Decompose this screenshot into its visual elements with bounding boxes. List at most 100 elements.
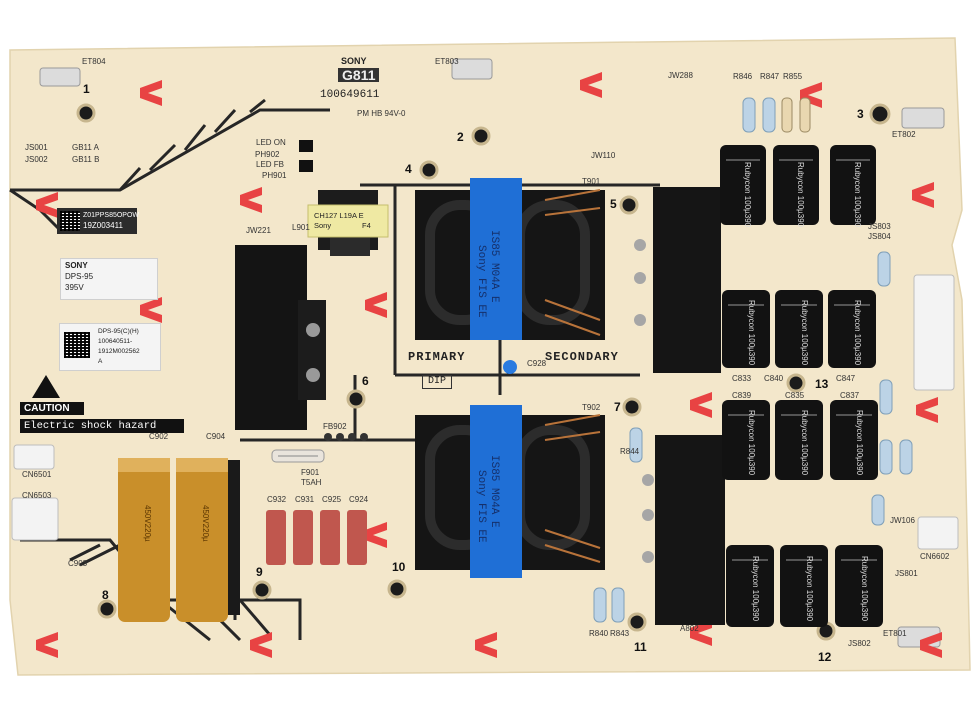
led-transistors — [299, 140, 313, 172]
ph902-label: PH902 — [255, 150, 280, 159]
fuse-label: F901 — [301, 468, 320, 477]
ref-r843: R843 — [610, 629, 630, 638]
mounting-holes — [76, 103, 891, 641]
marker-1: 1 — [83, 82, 90, 96]
ferrite-beads — [324, 433, 368, 441]
black-cap-text: Rubycon 100µ390 — [853, 300, 862, 366]
transformer-t902-text-2: Sony FIS EE — [475, 470, 487, 543]
black-cap-text: Rubycon 100µ390 — [800, 300, 809, 366]
brand-label: SONY — [341, 56, 367, 66]
gold-cap-2-text: 450V220µ — [201, 505, 210, 542]
warning-triangle-icon — [32, 375, 60, 398]
t901-label: T901 — [582, 177, 601, 186]
model-code: G811 — [338, 68, 380, 82]
inductor-label-2: Sony — [314, 221, 332, 230]
ref-r847: R847 — [760, 72, 780, 81]
led-fb-label: LED FB — [256, 160, 285, 169]
caution-label: CAUTION — [20, 402, 84, 415]
capacitor-c928 — [503, 360, 517, 374]
flammability-mark: PM HB 94V-0 — [357, 109, 406, 118]
led-on-label: LED ON — [256, 138, 286, 147]
inductor-label: CH127 L19A E — [314, 211, 364, 220]
sticker2-line2: 100640511- — [98, 338, 133, 345]
dip-label: DIP — [422, 375, 453, 389]
beige-resistors — [781, 97, 811, 133]
serial-sticker: Z01PPS85OPOW 19Z003411 — [57, 208, 139, 234]
marker-9: 9 — [256, 565, 263, 579]
resistors — [593, 97, 913, 623]
marker-5: 5 — [610, 197, 617, 211]
psu-brand: SONY — [65, 261, 88, 270]
part-number: 100649611 — [320, 89, 380, 101]
marker-6: 6 — [362, 374, 369, 388]
ref-c839: C839 — [732, 391, 752, 400]
ref-c925: C925 — [322, 495, 342, 504]
inductor-l901 — [307, 190, 389, 256]
ref-c835: C835 — [785, 391, 805, 400]
lot-number: 19Z003411 — [83, 221, 123, 230]
transformer-t901-text: IS85 M04A E — [488, 230, 500, 303]
fuse-rating: T5AH — [301, 478, 322, 487]
transformer-t901-text-2: Sony FIS EE — [475, 245, 487, 318]
black-cap-text: Rubycon 100µ390 — [796, 162, 805, 228]
ref-c840: C840 — [764, 374, 784, 383]
js002-label: JS002 — [25, 155, 48, 164]
black-cap-text: Rubycon 100µ390 — [800, 410, 809, 476]
heatsink-left — [235, 245, 326, 430]
ref-js803: JS803 — [868, 222, 891, 231]
ref-c928: C928 — [527, 359, 547, 368]
qr-code-icon — [64, 332, 90, 358]
red-film-capacitors — [266, 510, 367, 565]
sticker2-line3: 1912M002562 — [98, 348, 140, 355]
psu-sticker: SONY DPS-95 395V — [60, 258, 158, 300]
ref-js804: JS804 — [868, 232, 891, 241]
sticker2-line1: DPS-95(C)(H) — [98, 328, 139, 335]
black-cap-text: Rubycon 100µ390 — [751, 556, 760, 622]
ref-cn6602: CN6602 — [920, 552, 950, 561]
shock-hazard-label: Electric shock hazard — [20, 419, 184, 433]
marker-12: 12 — [818, 650, 832, 664]
ref-cn6503: CN6503 — [22, 491, 52, 500]
ref-c904: C904 — [206, 432, 226, 441]
ref-et804: ET804 — [82, 57, 106, 66]
ref-jw106: JW106 — [890, 516, 915, 525]
black-cap-text: Rubycon 100µ390 — [860, 556, 869, 622]
ref-r855: R855 — [783, 72, 803, 81]
ref-et802: ET802 — [892, 130, 916, 139]
sticker2-line4: A — [98, 358, 103, 365]
ref-js802: JS802 — [848, 639, 871, 648]
psu-model: DPS-95 — [65, 272, 94, 281]
ref-c847: C847 — [836, 374, 856, 383]
marker-4: 4 — [405, 162, 412, 176]
psu-voltage: 395V — [65, 283, 84, 292]
gb11a-label: GB11 A — [72, 143, 99, 152]
primary-label: PRIMARY — [408, 350, 466, 364]
gold-cap-1-text: 450V220µ — [143, 505, 152, 542]
ref-r846: R846 — [733, 72, 753, 81]
black-cap-text: Rubycon 100µ390 — [853, 162, 862, 228]
marker-10: 10 — [392, 560, 406, 574]
transformer-t902-text: IS85 M04A E — [488, 455, 500, 528]
marker-8: 8 — [102, 588, 109, 602]
marker-3: 3 — [857, 107, 864, 121]
l901-label: L901 — [292, 223, 310, 232]
ref-jw221: JW221 — [246, 226, 271, 235]
connectors — [11, 274, 959, 550]
transformer-t902 — [415, 405, 605, 578]
ref-c924: C924 — [349, 495, 369, 504]
transformer-t901 — [415, 178, 605, 340]
marker-11: 11 — [634, 640, 647, 654]
psu-sticker-2: DPS-95(C)(H) 100640511- 1912M002562 A — [59, 323, 161, 371]
ref-c902: C902 — [149, 432, 169, 441]
ref-c932: C932 — [267, 495, 287, 504]
diode-screws — [634, 239, 654, 563]
ref-fb902: FB902 — [323, 422, 347, 431]
fuse-f901 — [271, 449, 325, 463]
black-cap-text: Rubycon 100µ390 — [805, 556, 814, 622]
ref-c903: C903 — [68, 559, 88, 568]
ref-et801: ET801 — [883, 629, 907, 638]
ph901-label: PH901 — [262, 171, 287, 180]
ref-c931: C931 — [295, 495, 315, 504]
ref-r844: R844 — [620, 447, 640, 456]
